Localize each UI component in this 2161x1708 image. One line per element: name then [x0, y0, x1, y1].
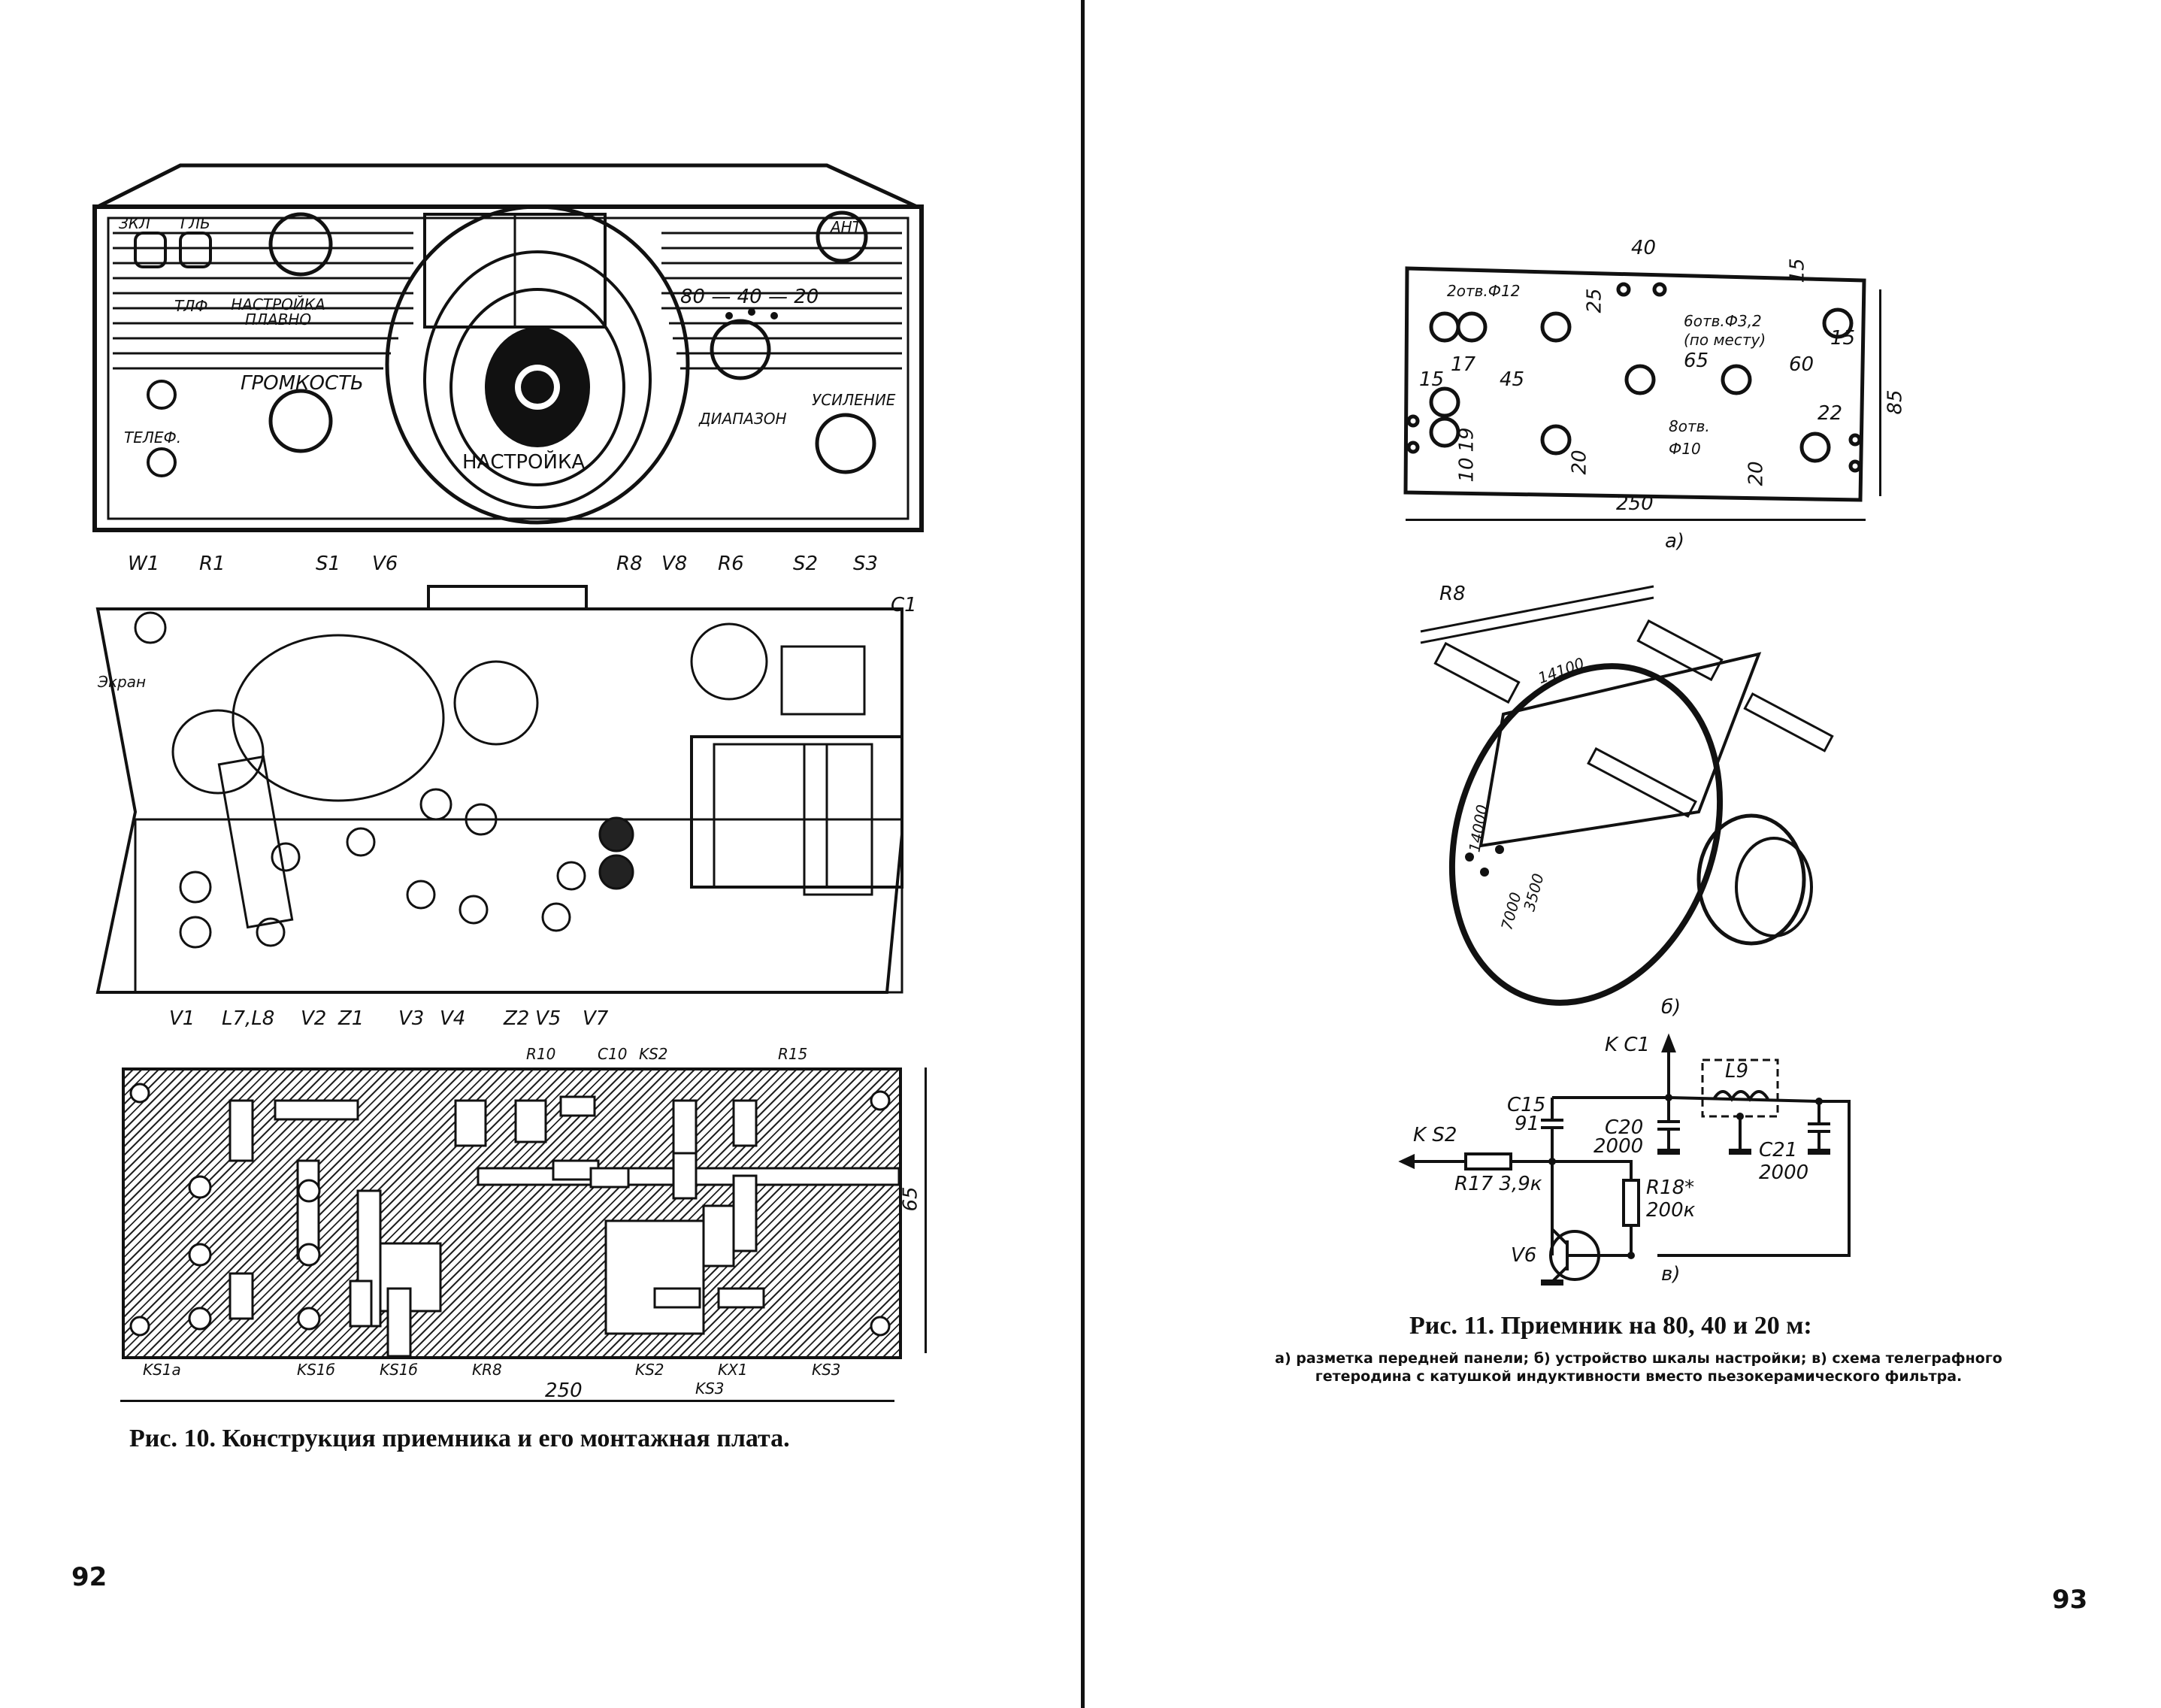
front-panel-drawing — [92, 163, 924, 532]
dim-250: 250 — [1616, 492, 1654, 515]
dim-17: 17 — [1451, 353, 1476, 376]
schem-label-c15: C15 — [1507, 1094, 1546, 1116]
pcb-label-kx1: KX1 — [718, 1361, 748, 1379]
page-number-right: 93 — [2052, 1585, 2088, 1615]
page-number-left: 92 — [71, 1562, 107, 1592]
schem-label-to-s2: K S2 — [1413, 1124, 1457, 1146]
pcb-traces — [129, 1083, 900, 1358]
dim-22: 22 — [1817, 402, 1843, 425]
label-z2: Z2 — [504, 1007, 530, 1030]
pcb-label-c10: C10 — [598, 1045, 628, 1063]
dial-illustration — [1420, 585, 1834, 1006]
pcb-height-dimension-line — [925, 1068, 927, 1353]
label-volume: ГРОМКОСТЬ — [241, 372, 364, 395]
schem-label-v6: V6 — [1511, 1244, 1537, 1267]
label-v7: V7 — [583, 1007, 609, 1030]
dim-19: 19 — [1455, 427, 1478, 453]
label-tlf: ТЛФ — [174, 297, 208, 315]
note-in-place: (по месту) — [1684, 331, 1766, 349]
schematic-wires — [1398, 1033, 1851, 1286]
label-band: ДИАПАЗОН — [699, 410, 787, 428]
figure-11-caption: Рис. 11. Приемник на 80, 40 и 20 м: — [1409, 1312, 1812, 1340]
pcb-label-kr8: KR8 — [472, 1361, 502, 1379]
label-r1: R1 — [199, 553, 225, 575]
dim-60: 60 — [1789, 353, 1814, 376]
pcb-width-dimension-line — [120, 1400, 894, 1402]
label-antenna: АНТ — [831, 218, 861, 236]
figure-10-caption: Рис. 10. Конструкция приемника и его мон… — [129, 1425, 790, 1452]
label-r6: R6 — [718, 553, 744, 575]
pcb-label-ks1b-2: KS1б — [380, 1361, 418, 1379]
pcb-label-ks2-top: KS2 — [639, 1045, 668, 1063]
label-z1: Z1 — [338, 1007, 365, 1030]
label-fine-tuning: НАСТРОЙКА ПЛАВНО — [231, 295, 325, 329]
schem-value-c15: 91 — [1515, 1113, 1540, 1135]
label-v8: V8 — [661, 553, 688, 575]
switch-label-glb: ГЛБ — [180, 214, 210, 232]
pcb-label-ks3: KS3 — [812, 1361, 841, 1379]
label-v5: V5 — [535, 1007, 561, 1030]
label-screen: Экран — [98, 673, 147, 691]
label-v3: V3 — [398, 1007, 425, 1030]
dim-15-right: 15 — [1830, 327, 1856, 350]
dim-85: 85 — [1884, 389, 1907, 415]
pcb-label-ks1b-1: KS1б — [297, 1361, 335, 1379]
pcb-width-dimension: 250 — [545, 1379, 583, 1402]
dim-65: 65 — [1684, 350, 1709, 372]
dim-20-right: 20 — [1745, 461, 1768, 486]
note-d10: Ф10 — [1669, 440, 1701, 458]
schem-value-c20: 2000 — [1594, 1135, 1644, 1158]
dim-10: 10 — [1455, 457, 1478, 483]
note-8-holes: 8отв. — [1669, 417, 1710, 435]
label-v1: V1 — [169, 1007, 195, 1030]
schem-value-r18: 200к — [1646, 1199, 1696, 1222]
label-w1: W1 — [128, 553, 160, 575]
label-v2: V2 — [301, 1007, 327, 1030]
figure-11-subcaption: а) разметка передней панели; б) устройст… — [1275, 1350, 2002, 1385]
pcb-label-ks1a: KS1a — [143, 1361, 181, 1379]
dim-15-top: 15 — [1786, 258, 1809, 283]
dim-85-line — [1879, 289, 1881, 496]
label-s1: S1 — [316, 553, 341, 575]
pcb-label-r15: R15 — [778, 1045, 808, 1063]
dim-40: 40 — [1631, 237, 1657, 259]
schem-label-c20: C20 — [1605, 1116, 1644, 1139]
dim-45: 45 — [1500, 368, 1525, 391]
label-v6: V6 — [372, 553, 398, 575]
schem-value-c21: 2000 — [1759, 1161, 1809, 1184]
label-v4: V4 — [440, 1007, 466, 1030]
subfigure-c-label: в) — [1661, 1263, 1681, 1286]
page-gutter — [1081, 0, 1085, 1708]
subfigure-a-label: а) — [1665, 530, 1685, 553]
subfigure-b-label: б) — [1661, 996, 1681, 1019]
pcb-height-dimension: 65 — [899, 1186, 922, 1212]
pcb-label-ks3-mid: KS3 — [695, 1379, 725, 1398]
label-s3: S3 — [853, 553, 879, 575]
label-gain: УСИЛЕНИЕ — [812, 391, 896, 409]
label-r8: R8 — [616, 553, 643, 575]
label-tuning: НАСТРОЙКА — [462, 451, 586, 474]
label-headphones: ТЕЛЕФ. — [124, 429, 182, 447]
schem-label-r18: R18* — [1646, 1177, 1695, 1199]
note-6-holes-d3-2: 6отв.Ф3,2 — [1684, 312, 1762, 330]
label-l7-l8: L7,L8 — [222, 1007, 275, 1030]
note-2-holes-d12: 2отв.Ф12 — [1447, 282, 1521, 300]
label-s2: S2 — [793, 553, 819, 575]
dial-label-r8: R8 — [1439, 583, 1466, 605]
dim-15-left: 15 — [1419, 368, 1445, 391]
dim-250-line — [1406, 519, 1866, 521]
schem-label-to-c1: K C1 — [1605, 1034, 1651, 1056]
panel-outline — [1403, 266, 1866, 502]
schem-label-r17: R17 3,9к — [1454, 1173, 1542, 1195]
label-band-values: 80 — 40 — 20 — [680, 286, 819, 308]
dim-20-mid: 20 — [1568, 450, 1591, 475]
pcb-label-r10: R10 — [526, 1045, 556, 1063]
pcb-label-ks2: KS2 — [635, 1361, 664, 1379]
switch-label-zkl: ЗКЛ — [119, 214, 151, 232]
label-c1: C1 — [891, 594, 917, 616]
schem-label-l9: L9 — [1725, 1060, 1749, 1083]
chassis-drawing — [95, 585, 903, 994]
schem-label-c21: C21 — [1759, 1139, 1798, 1161]
dim-25: 25 — [1583, 288, 1606, 313]
